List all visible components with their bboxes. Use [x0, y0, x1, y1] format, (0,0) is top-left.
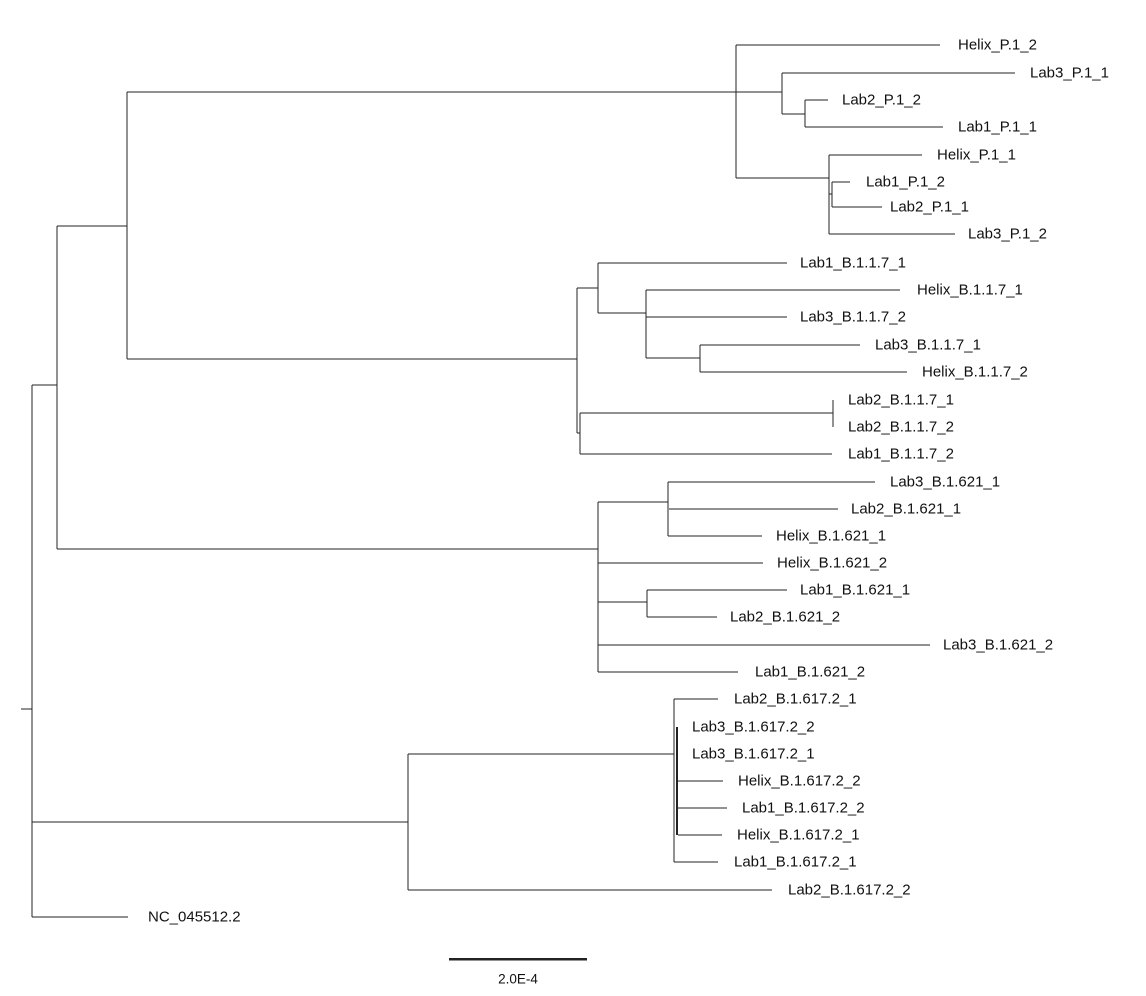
- scale-bar-label: 2.0E-4: [498, 972, 538, 987]
- tip-label: Helix_B.1.621_1: [776, 528, 886, 545]
- tip-label: Lab2_B.1.621_1: [851, 501, 961, 518]
- tip-label: Helix_B.1.617.2_1: [737, 827, 860, 844]
- tip-label: Lab2_P.1_2: [842, 92, 921, 109]
- tip-label: Lab2_B.1.1.7_2: [848, 419, 954, 436]
- tip-labels: Helix_P.1_2Lab3_P.1_1Lab2_P.1_2Lab1_P.1_…: [148, 37, 1109, 926]
- tip-label: Lab3_B.1.621_1: [890, 474, 1000, 491]
- tip-label: Lab1_B.1.617.2_2: [742, 800, 865, 817]
- tip-label: Helix_B.1.621_2: [777, 555, 887, 572]
- tip-label: Helix_B.1.617.2_2: [738, 773, 861, 790]
- tip-label: Lab2_B.1.617.2_1: [734, 691, 857, 708]
- tree-branches: [21, 44, 1015, 918]
- tip-label: NC_045512.2: [148, 909, 241, 926]
- tip-label: Lab1_B.1.1.7_2: [848, 446, 954, 463]
- scale-bar: 2.0E-4: [449, 957, 587, 987]
- tip-label: Lab1_P.1_1: [958, 119, 1037, 136]
- tip-label: Lab1_B.1.617.2_1: [734, 854, 857, 871]
- tip-label: Lab3_B.1.1.7_1: [875, 337, 981, 354]
- tip-label: Lab1_B.1.1.7_1: [800, 255, 906, 272]
- tip-label: Lab2_B.1.617.2_2: [788, 882, 911, 899]
- tip-label: Lab1_B.1.621_2: [755, 664, 865, 681]
- tip-label: Lab3_B.1.617.2_1: [692, 746, 815, 763]
- tip-label: Lab1_B.1.621_1: [800, 582, 910, 599]
- tip-label: Lab3_P.1_2: [968, 226, 1047, 243]
- tip-label: Helix_B.1.1.7_1: [917, 282, 1023, 299]
- tip-label: Lab3_B.1.1.7_2: [800, 309, 906, 326]
- tip-label: Helix_P.1_1: [937, 147, 1016, 164]
- tip-label: Lab3_B.1.621_2: [943, 637, 1053, 654]
- tip-label: Lab3_P.1_1: [1030, 65, 1109, 82]
- tip-label: Lab2_P.1_1: [890, 199, 969, 216]
- tip-label: Lab3_B.1.617.2_2: [692, 719, 815, 736]
- tip-label: Helix_B.1.1.7_2: [922, 364, 1028, 381]
- tip-label: Lab1_P.1_2: [866, 174, 945, 191]
- tip-label: Lab2_B.1.621_2: [730, 609, 840, 626]
- tip-label: Helix_P.1_2: [958, 37, 1037, 54]
- tip-label: Lab2_B.1.1.7_1: [848, 392, 954, 409]
